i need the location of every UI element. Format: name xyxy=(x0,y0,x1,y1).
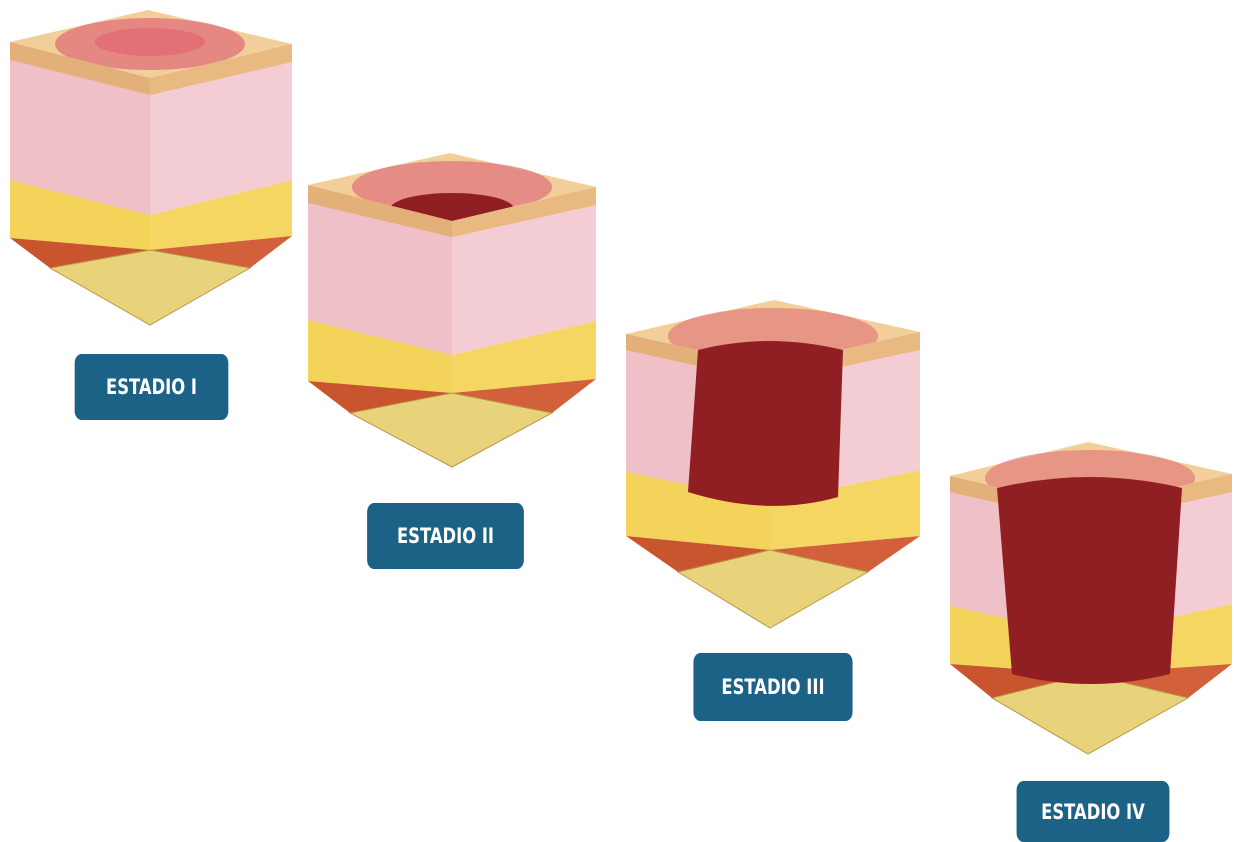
stage-4-label: ESTADIO IV xyxy=(1017,781,1170,842)
stage-4-skin-illustration xyxy=(942,436,1234,766)
stage-2-skin-illustration xyxy=(300,145,602,475)
stage-2-label: ESTADIO II xyxy=(367,503,524,569)
wound-cavity xyxy=(688,341,843,506)
stage-1-skin-illustration xyxy=(0,0,300,330)
stage-3-label: ESTADIO III xyxy=(693,653,852,721)
wound-cavity xyxy=(997,477,1182,684)
stage-1-label: ESTADIO I xyxy=(75,354,229,420)
stage-3-skin-illustration xyxy=(618,292,924,637)
